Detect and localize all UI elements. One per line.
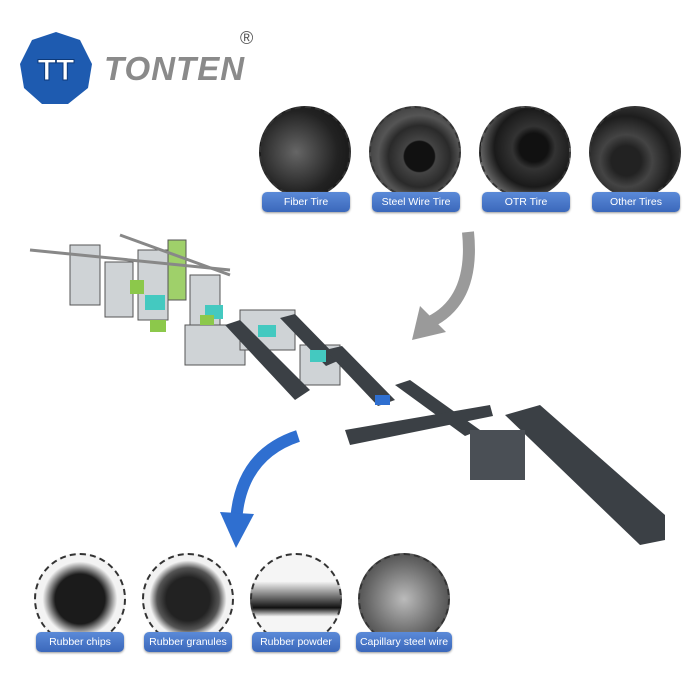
other-tires-image <box>589 106 681 198</box>
fiber-tire-image <box>259 106 351 198</box>
steel-wire-tire-image <box>369 106 461 198</box>
output-arrow-icon <box>230 430 301 523</box>
input-arrow-icon <box>427 231 475 328</box>
svg-text:TT: TT <box>38 54 75 87</box>
other-tires-label: Other Tires <box>592 192 680 212</box>
capillary-steel-wire-label: Capillary steel wire <box>356 632 452 652</box>
brand-name: TONTEN <box>104 50 246 87</box>
rubber-granules-image <box>142 553 234 645</box>
rubber-powder-image <box>250 553 342 645</box>
rubber-chips-label: Rubber chips <box>36 632 124 652</box>
tonten-logo-icon: TT <box>20 32 92 104</box>
fiber-tire-label: Fiber Tire <box>262 192 350 212</box>
rubber-granules-label: Rubber granules <box>144 632 232 652</box>
otr-tire-label: OTR Tire <box>482 192 570 212</box>
rubber-chips-image <box>34 553 126 645</box>
steel-wire-tire-label: Steel Wire Tire <box>372 192 460 212</box>
rubber-powder-label: Rubber powder <box>252 632 340 652</box>
registered-mark: ® <box>240 28 254 48</box>
